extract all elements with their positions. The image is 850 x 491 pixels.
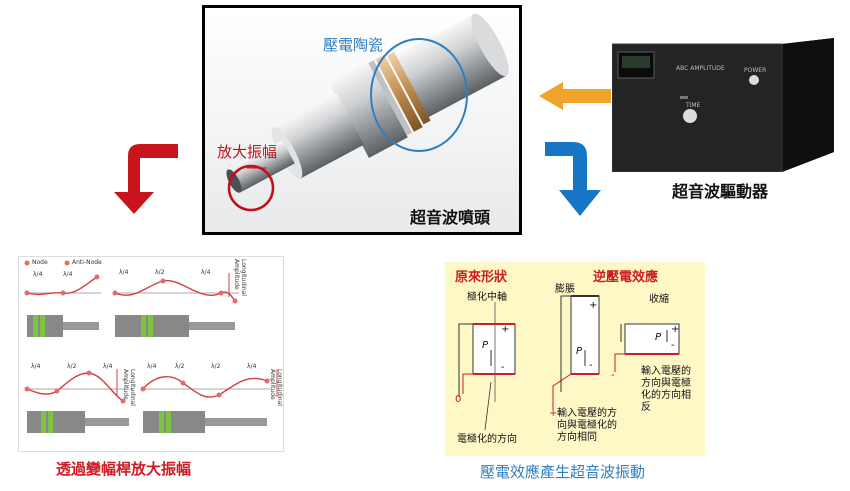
diagram-4-mark-3: λ/2	[211, 363, 221, 370]
label-piezo-ceramic: 壓電陶瓷	[323, 36, 384, 54]
driver-panel-text: ABC AMPLITUDE	[676, 65, 725, 72]
axis-label-2: Longitudinal Amplitude	[122, 369, 136, 406]
diagram-4-mark-1: λ/4	[147, 363, 157, 370]
plus-3: +	[671, 324, 680, 335]
piezo-highlight-circle	[370, 38, 468, 152]
note-opposite: 輸入電壓的 方向與電極 化的方向相 反	[641, 366, 691, 414]
legend-antinode: Anti-Node	[72, 259, 102, 266]
piezo-illustration	[458, 295, 680, 431]
diagram-4-mark-4: λ/4	[247, 363, 257, 370]
amplitude-diagram-panel: Node Anti-Node λ/4 λ/4 λ/4 λ/2 λ/4 λ/4 λ…	[18, 256, 284, 452]
minus-wire: -	[611, 370, 615, 381]
diagram-3-mark-1: λ/4	[31, 363, 41, 370]
driver-knob-text: TIME	[686, 102, 701, 109]
orange-left-arrow-icon	[539, 82, 611, 110]
plus-wire: +	[549, 408, 558, 419]
driver-box-illustration	[611, 38, 834, 173]
nozzle-panel: 壓電陶瓷 放大振幅 超音波噴頭	[202, 5, 522, 235]
minus-2: -	[589, 360, 593, 371]
piezo-effect-panel: 原來形狀 逆壓電效應 極化中軸 膨脹 收縮 P + - P + - P + - …	[445, 262, 705, 456]
ultrasonic-driver: ABC AMPLITUDE POWER TIME	[611, 32, 840, 173]
driver-title: 超音波驅動器	[672, 182, 769, 201]
blue-down-arrow-icon	[545, 142, 601, 216]
axis-label-1: Longitudinal Amplitude	[233, 259, 247, 296]
note-opposite-line-1: 輸入電壓的	[641, 366, 691, 377]
diagram-2-mark-3: λ/4	[201, 269, 211, 276]
diagram-1-mark-2: λ/4	[63, 271, 73, 278]
diagram-3-mark-2: λ/2	[67, 363, 77, 370]
diagram-3-mark-3: λ/4	[103, 363, 113, 370]
piezo-caption: 壓電效應產生超音波振動	[480, 463, 646, 481]
minus-3: -	[671, 340, 675, 351]
sub-polarization-axis: 極化中軸	[467, 292, 507, 303]
diagram-4-mark-2: λ/2	[175, 363, 185, 370]
heading-original-shape: 原來形狀	[455, 270, 508, 285]
pole-1: P	[482, 340, 489, 351]
legend-node: Node	[32, 259, 48, 266]
diagram-2-mark-2: λ/2	[155, 269, 165, 276]
sub-contract: 收縮	[649, 294, 669, 305]
note-direction: 電極化的方向	[457, 434, 517, 445]
zero-1: 0	[455, 394, 462, 405]
diagram-1-mark-1: λ/4	[33, 271, 43, 278]
driver-power-text: POWER	[744, 67, 767, 74]
note-same-line-2: 向與電極化的	[557, 420, 617, 431]
pole-2: P	[576, 346, 583, 357]
nozzle-illustration	[226, 13, 509, 212]
pole-3: P	[655, 332, 662, 343]
amplify-caption: 透過變幅桿放大振幅	[56, 460, 192, 478]
diagram-2-mark-1: λ/4	[119, 269, 129, 276]
red-down-arrow-icon	[114, 144, 178, 214]
tip-highlight-circle	[227, 164, 275, 212]
note-opposite-line-2: 方向與電極	[641, 378, 691, 389]
note-opposite-line-4: 反	[641, 402, 651, 413]
heading-inverse-piezo: 逆壓電效應	[593, 270, 659, 285]
nozzle-title: 超音波噴頭	[410, 208, 491, 227]
sub-expand: 膨脹	[555, 284, 575, 295]
note-opposite-line-3: 化的方向相	[641, 390, 691, 401]
note-same-line-3: 方向相同	[557, 432, 597, 443]
label-amplify: 放大振幅	[217, 143, 278, 161]
axis-label-3: Longitudinal Amplitude	[269, 369, 283, 406]
minus-1: -	[501, 362, 505, 373]
amplitude-diagrams	[24, 260, 278, 433]
note-same-line-1: 輸入電壓的方	[557, 408, 617, 419]
plus-1: +	[501, 324, 510, 335]
note-same: 輸入電壓的方 向與電極化的 方向相同	[557, 408, 617, 444]
plus-2: +	[589, 300, 598, 311]
